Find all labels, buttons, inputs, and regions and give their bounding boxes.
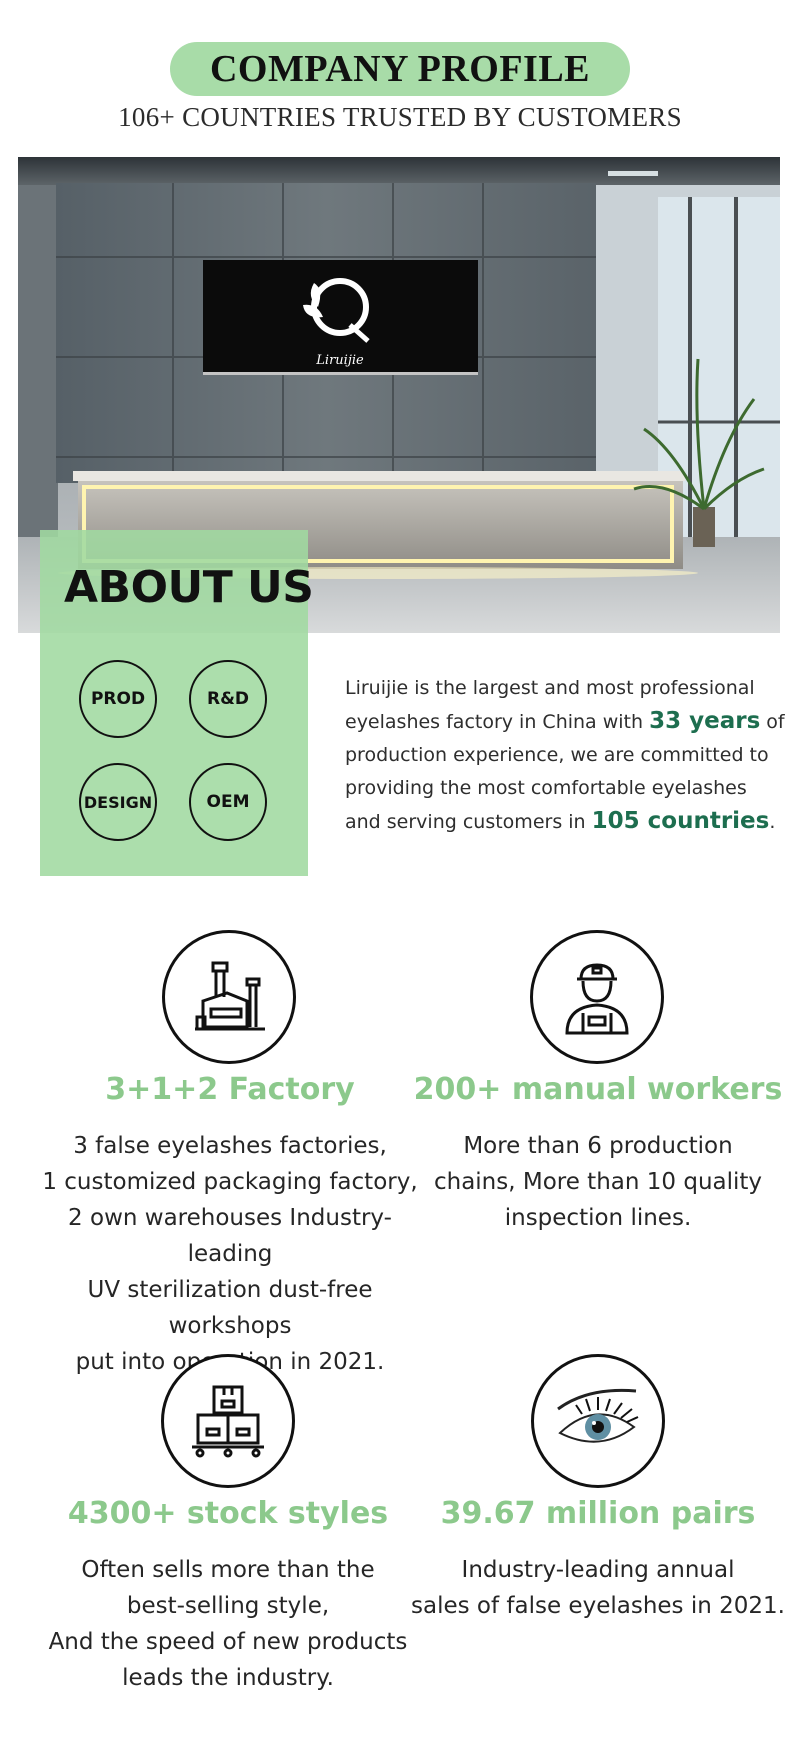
feature-desc-line: best-selling style, (126, 1593, 330, 1619)
feature-desc-line: chains, More than 10 quality (433, 1169, 763, 1195)
about-text-part1: Liruijie is the largest and most profess… (345, 677, 755, 733)
feature-desc-factory: 3 false eyelashes factories, 1 customize… (30, 1128, 430, 1380)
feature-desc-line: More than 6 production (463, 1133, 733, 1159)
sign-logo-text: Liruijie (315, 353, 364, 368)
feature-desc-workers: More than 6 production chains, More than… (398, 1128, 798, 1236)
about-text-part3: . (769, 811, 776, 833)
feature-desc-stock: Often sells more than the best-selling s… (28, 1552, 428, 1696)
page-title: COMPANY PROFILE (170, 42, 630, 96)
page-subtitle: 106+ COUNTRIES TRUSTED BY CUSTOMERS (118, 102, 682, 132)
eye-lash-icon (531, 1354, 665, 1488)
feature-desc-line: Industry-leading annual (461, 1557, 735, 1583)
feature-desc-line: inspection lines. (504, 1205, 692, 1231)
highlight-years: 33 years (649, 708, 761, 734)
feature-title-factory: 3+1+2 Factory (105, 1072, 355, 1107)
badge-design: DESIGN (79, 763, 157, 841)
feature-desc-line: 3 false eyelashes factories, (73, 1133, 387, 1159)
feature-desc-pairs: Industry-leading annual sales of false e… (398, 1552, 798, 1624)
feature-title-workers: 200+ manual workers (413, 1072, 783, 1107)
feature-title-stock: 4300+ stock styles (67, 1496, 389, 1531)
worker-icon (530, 930, 664, 1064)
feature-desc-line: sales of false eyelashes in 2021. (411, 1593, 785, 1619)
feature-title-pairs: 39.67 million pairs (440, 1496, 756, 1531)
badge-prod: PROD (79, 660, 157, 738)
about-description: Liruijie is the largest and most profess… (345, 672, 785, 839)
feature-desc-line: Often sells more than the (81, 1557, 375, 1583)
badge-oem: OEM (189, 763, 267, 841)
feature-desc-line: leads the industry. (122, 1665, 334, 1691)
boxes-icon (161, 1354, 295, 1488)
feature-desc-line: UV sterilization dust-free workshops (87, 1277, 373, 1339)
about-title: ABOUT US (64, 562, 314, 613)
about-text-part2: of production experience, we are committ… (345, 711, 785, 833)
highlight-countries: 105 countries (591, 808, 770, 834)
badge-rnd: R&D (189, 660, 267, 738)
feature-desc-line: 2 own warehouses Industry-leading (68, 1205, 392, 1267)
factory-icon (162, 930, 296, 1064)
feature-desc-line: 1 customized packaging factory, (42, 1169, 418, 1195)
feature-desc-line: And the speed of new products (48, 1629, 408, 1655)
